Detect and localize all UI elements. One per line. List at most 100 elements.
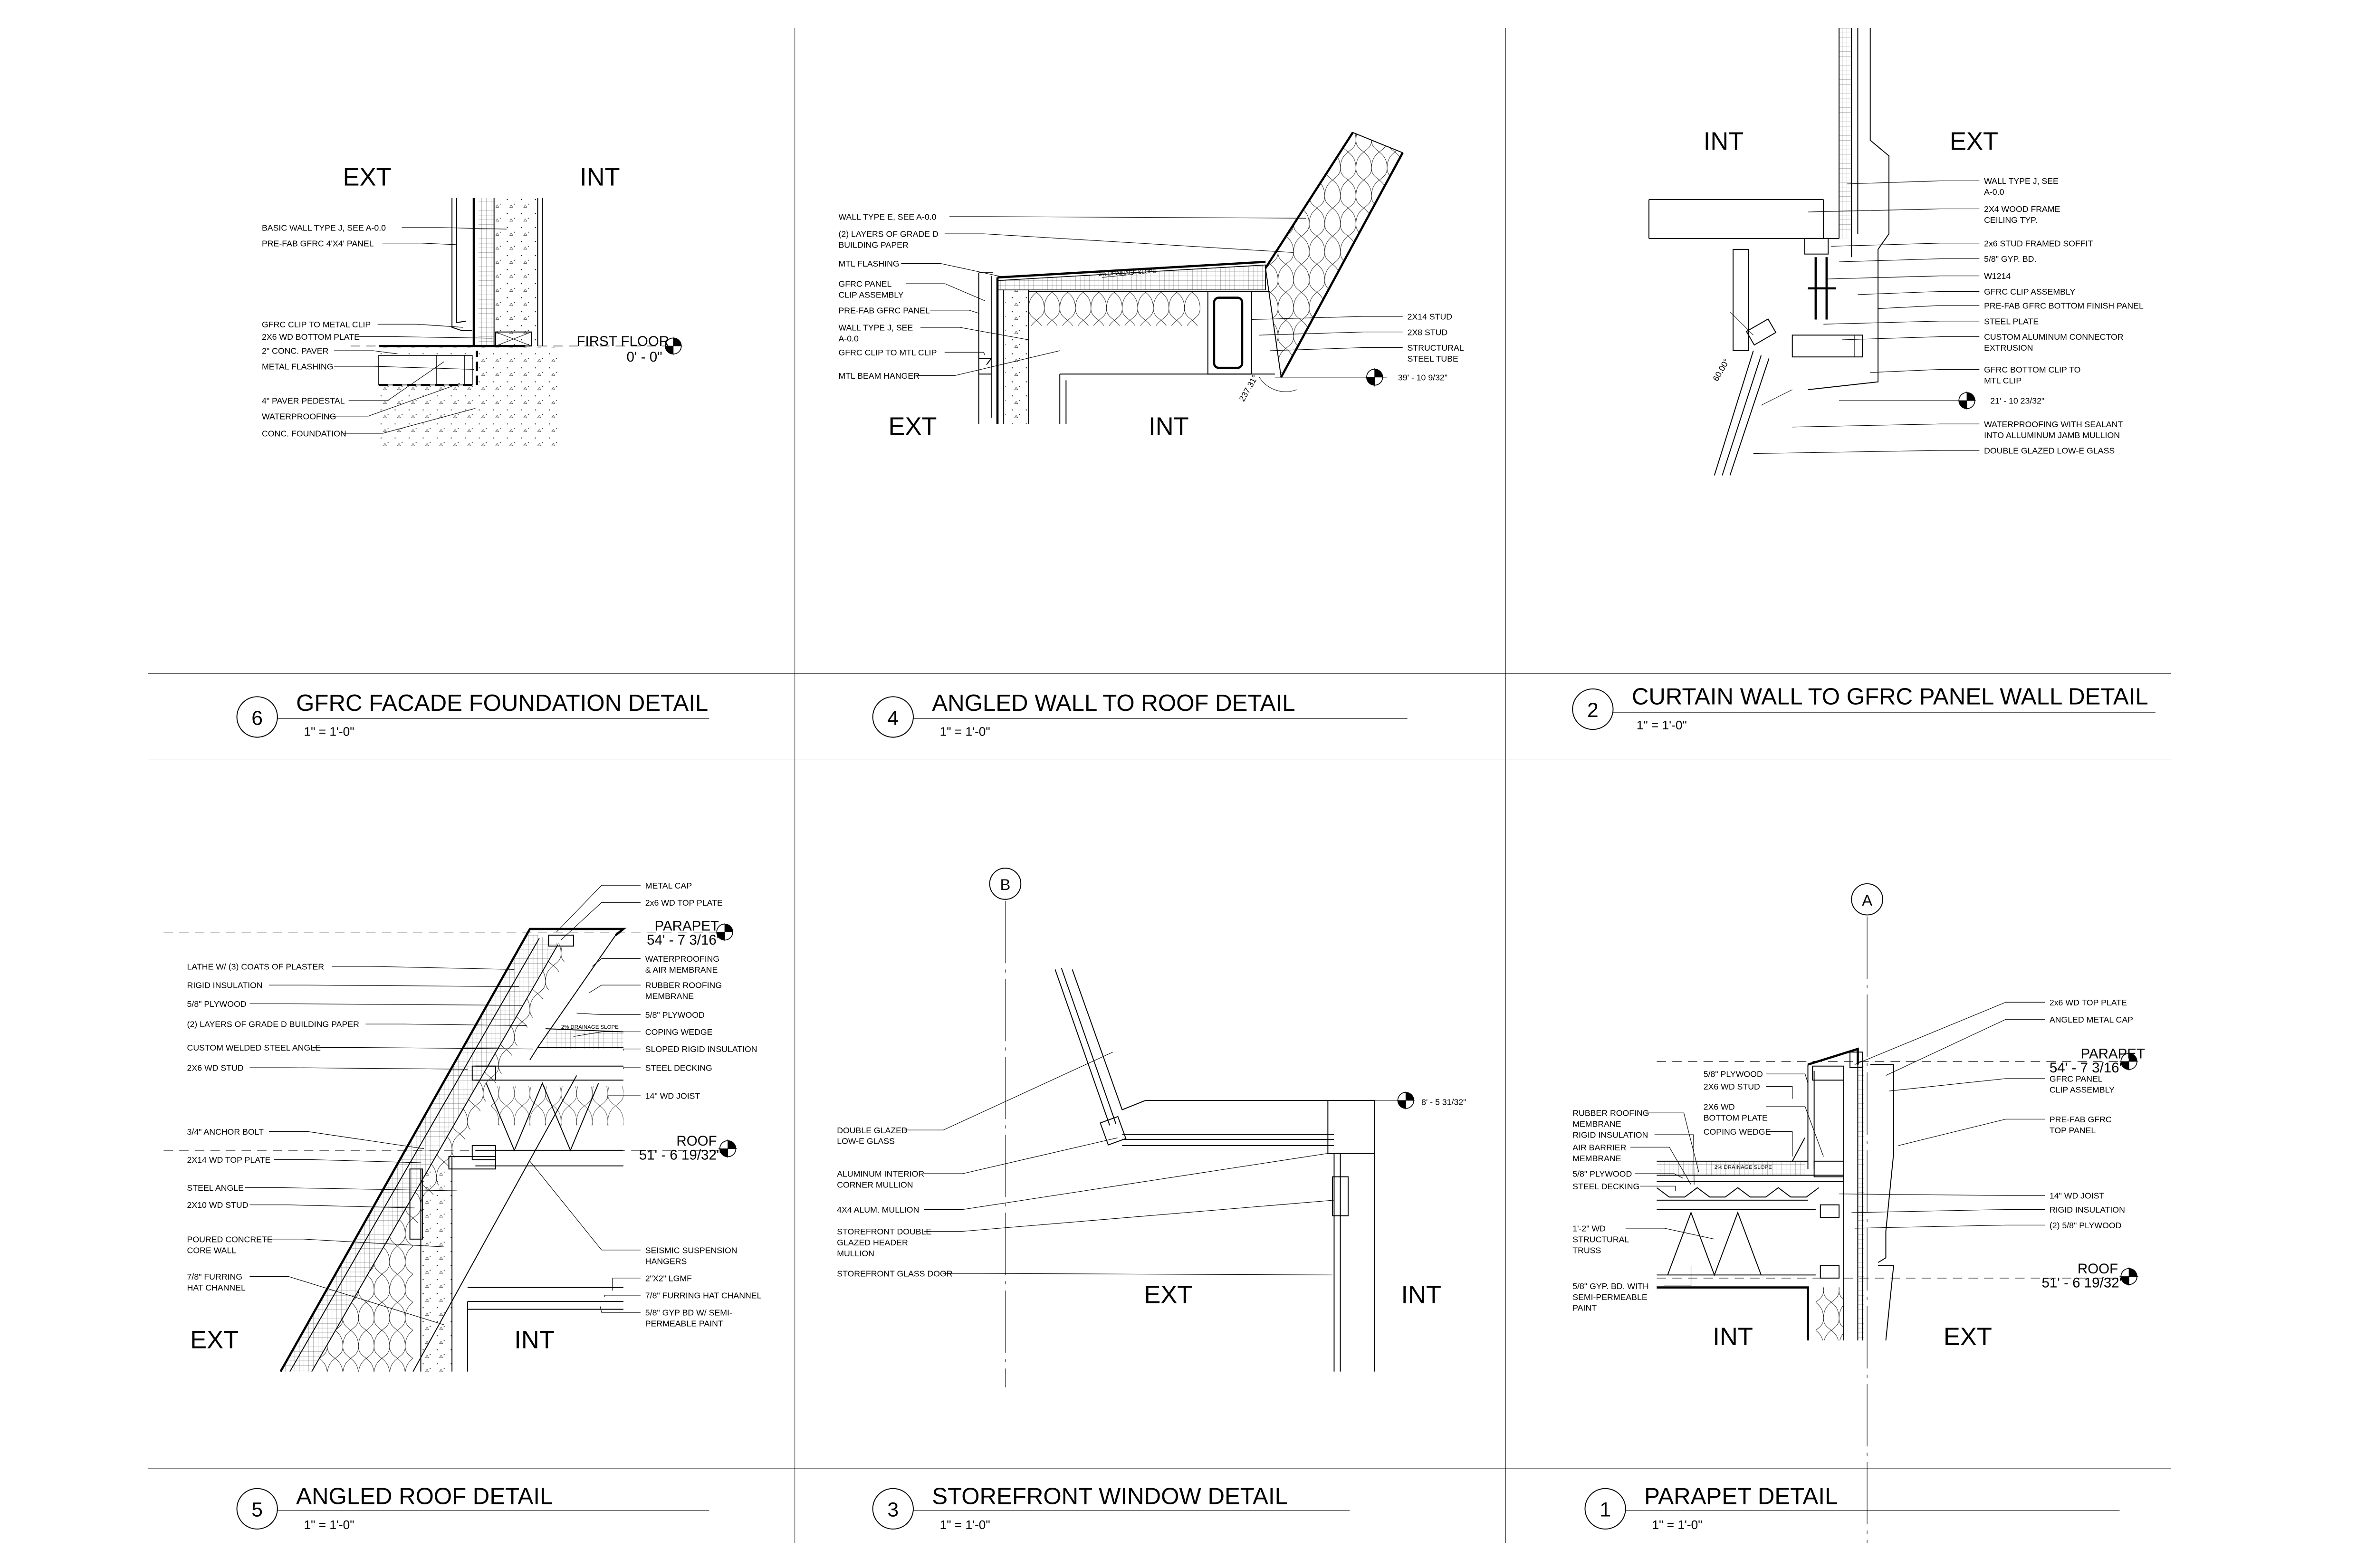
annotation-label: 14" WD JOIST	[2050, 1191, 2105, 1201]
title-block-3[interactable]: 3 STOREFRONT WINDOW DETAIL 1" = 1'-0"	[872, 1483, 1350, 1532]
annotation-line: RUBBER ROOFING	[645, 981, 722, 990]
annotation-label: COPING WEDGE	[645, 1027, 713, 1037]
leader-line	[1839, 1194, 2045, 1196]
leader-line	[592, 958, 641, 967]
annotation-line: WATERPROOFING	[262, 411, 336, 421]
annotation-label: CONC. FOUNDATION	[262, 429, 346, 438]
leader-line	[589, 985, 641, 994]
annotation-label: GFRC CLIP TO MTL CLIP	[839, 348, 937, 357]
leader-line	[1851, 1209, 2045, 1213]
leader-line	[923, 1138, 1118, 1174]
leader-line	[1270, 347, 1403, 351]
detail-number: 3	[887, 1499, 899, 1521]
annotation-label: 2"X2" LGMF	[645, 1273, 692, 1283]
annotation-label: ANGLED METAL CAP	[2050, 1015, 2133, 1024]
annotation-line: 2X14 STUD	[1408, 312, 1452, 321]
leader-line	[949, 216, 1306, 219]
detail-number: 5	[251, 1499, 263, 1521]
detail-title: GFRC FACADE FOUNDATION DETAIL	[296, 690, 708, 716]
leader-line	[1766, 1073, 1809, 1083]
annotation-line: CLIP ASSEMBLY	[2050, 1085, 2115, 1095]
annotation-line: 2"X2" LGMF	[645, 1273, 692, 1283]
annotation-line: CONC. FOUNDATION	[262, 429, 346, 438]
annotation-line: 5/8" GYP. BD.	[1984, 254, 2036, 264]
leader-line	[249, 1205, 415, 1208]
annotation-line: 1'-2" WD	[1572, 1224, 1606, 1233]
detail-scale: 1" = 1'-0"	[1637, 718, 1687, 732]
leader-line	[1854, 1224, 2045, 1229]
title-block-1[interactable]: 1 PARAPET DETAIL 1" = 1'-0"	[1584, 1483, 2120, 1532]
annotation-line: 2x6 WD TOP PLATE	[2050, 998, 2127, 1007]
title-block-4[interactable]: 4 ANGLED WALL TO ROOF DETAIL 1" = 1'-0"	[872, 690, 1408, 738]
annotation-line: STEEL TUBE	[1408, 354, 1458, 363]
annotation-line: 5/8" PLYWOOD	[187, 999, 247, 1009]
annotation-line: 5/8" PLYWOOD	[645, 1010, 705, 1020]
level-name: ROOF	[676, 1133, 717, 1149]
leader-line	[904, 1052, 1113, 1130]
annotation-line: WATERPROOFING	[645, 954, 719, 964]
leader-line	[332, 966, 515, 970]
annotation-line: DOUBLE GLAZED LOW-E GLASS	[1984, 446, 2115, 456]
annotation-line: MTL CLIP	[1984, 376, 2022, 385]
annotation-line: STEEL DECKING	[645, 1063, 712, 1073]
level-marker-icon	[1396, 1091, 1416, 1110]
leader-line	[604, 1295, 641, 1297]
annotation-line: METAL CAP	[645, 881, 692, 890]
leader-line	[943, 1273, 1333, 1275]
annotation-line: 2X4 WOOD FRAME	[1984, 204, 2060, 214]
title-block-2[interactable]: 2 CURTAIN WALL TO GFRC PANEL WALL DETAIL…	[1572, 684, 2156, 732]
detail-title: ANGLED ROOF DETAIL	[296, 1483, 553, 1510]
annotation-line: SEISMIC SUSPENSION	[645, 1245, 738, 1255]
zone-int: INT	[1704, 127, 1744, 155]
annotation-line: RIGID INSULATION	[1572, 1130, 1648, 1140]
detail-number: 2	[1587, 699, 1599, 722]
detail-title: CURTAIN WALL TO GFRC PANEL WALL DETAIL	[1632, 684, 2148, 710]
leader-line	[623, 1067, 641, 1070]
leader-line	[923, 1153, 1328, 1210]
annotation-line: 2X6 WD STUD	[1704, 1082, 1760, 1091]
leader-line	[358, 336, 493, 339]
annotation-line: COPING WEDGE	[1704, 1127, 1771, 1137]
leader-line	[1878, 305, 1980, 309]
level-marker-icon	[1957, 391, 1976, 410]
annotation-label: (2) LAYERS OF GRADE D BUILDING PAPER	[187, 1020, 359, 1029]
annotation-line: A-0.0	[1984, 187, 2004, 197]
leader-line	[274, 1159, 421, 1163]
leader-line	[1251, 316, 1403, 320]
zone-int: INT	[1149, 412, 1189, 440]
annotation-line: 5/8" PLYWOOD	[1704, 1070, 1763, 1079]
title-block-6[interactable]: 6 GFRC FACADE FOUNDATION DETAIL 1" = 1'-…	[236, 690, 709, 738]
annotation-line: METAL FLASHING	[262, 362, 334, 371]
annotation-line: 2X14 WD TOP PLATE	[187, 1155, 271, 1165]
leader-line	[600, 1306, 641, 1313]
leader-line	[269, 1131, 424, 1149]
leader-line	[1888, 1078, 2045, 1091]
leader-line	[561, 902, 641, 940]
annotation-line: A-0.0	[839, 334, 859, 343]
leader-line	[576, 1013, 641, 1015]
angle-dimension: 237.31°	[1237, 373, 1260, 403]
annotation-line: CUSTOM ALUMINUM CONNECTOR	[1984, 332, 2123, 342]
annotation-line: TOP PANEL	[2050, 1126, 2096, 1135]
leader-line	[334, 366, 474, 370]
title-block-5[interactable]: 5 ANGLED ROOF DETAIL 1" = 1'-0"	[236, 1483, 709, 1532]
annotation-label: 5/8" GYP. BD.	[1984, 254, 2036, 264]
zone-labels: EXT INT EXT INT INT EXT EXT INT EXT INT …	[190, 127, 1998, 1354]
annotation-label: 2X10 WD STUD	[187, 1200, 249, 1210]
leader-line	[1654, 1134, 1695, 1185]
annotation-label: 14" WD JOIST	[645, 1091, 700, 1101]
leader-line	[1847, 180, 1980, 184]
annotation-line: HAT CHANNEL	[187, 1283, 246, 1292]
annotation-label: STEEL DECKING	[645, 1063, 712, 1073]
leader-line	[402, 227, 507, 229]
gridline-bubble-b	[989, 868, 1022, 900]
leader-line	[1898, 1119, 2045, 1146]
leader-line	[269, 985, 519, 987]
zone-int: INT	[1713, 1323, 1753, 1351]
leader-line	[1823, 321, 1980, 325]
zone-int: INT	[580, 163, 620, 191]
